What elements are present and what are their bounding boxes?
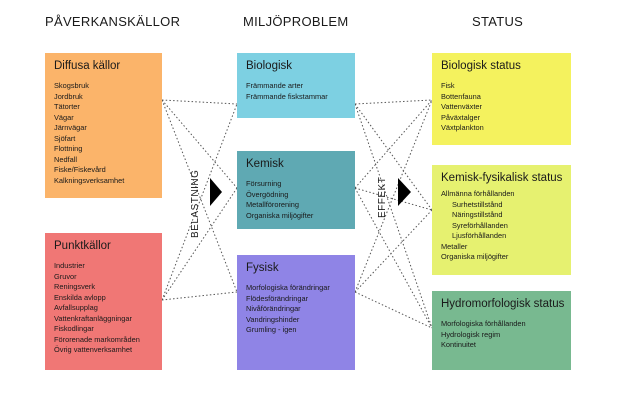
box-item: Fisk <box>441 81 455 90</box>
box-item: Järnvägar <box>54 123 87 132</box>
box-item: Växtplankton <box>441 123 484 132</box>
box-title: Punktkällor <box>54 240 111 252</box>
box-item: Skogsbruk <box>54 81 89 90</box>
box-item: Nedfall <box>54 154 78 164</box>
box-item: Metaller <box>441 241 468 251</box>
box-item: Metallförorening <box>246 200 299 209</box>
box-title: Biologisk status <box>441 60 521 72</box>
label-effekt: EFFEKT <box>377 176 388 218</box>
box-item: Kalkningsverksamhet <box>54 175 125 185</box>
box-item: Flödesförändringar <box>246 293 309 303</box>
box-item: Främmande fiskstammar <box>246 91 328 101</box>
box-item: Påväxtalger <box>441 112 481 122</box>
box-item: Hydrologisk regim <box>441 329 501 339</box>
box-item: Allmänna förhållanden <box>441 189 515 198</box>
box-item: Organiska miljögifter <box>441 252 509 261</box>
label-belastning: BELASTNING <box>190 169 201 238</box>
box-item: Grumling - igen <box>246 325 297 334</box>
box-hydromorfologisk-status: Hydromorfologisk status Morfologiska för… <box>432 291 571 370</box>
header-status: STATUS <box>472 14 524 29</box>
box-item: Bottenfauna <box>441 91 481 101</box>
box-item: Vattenkraftanläggningar <box>54 313 132 323</box>
box-item: Jordbruk <box>54 91 83 101</box>
belastning-arrow-icon <box>210 178 222 206</box>
box-item: Vandringshinder <box>246 314 300 324</box>
box-item: Avfallsupplag <box>54 303 98 312</box>
box-item: Gruvor <box>54 271 77 281</box>
effekt-arrow-icon <box>398 178 411 206</box>
box-kemisk-fysikalisk-status: Kemisk-fysikalisk status Allmänna förhål… <box>432 165 571 275</box>
box-item: Sjöfart <box>54 133 76 143</box>
box-item: Reningsverk <box>54 282 96 291</box>
box-title: Biologisk <box>246 60 293 72</box>
box-item: Fiskodlingar <box>54 324 94 333</box>
box-item: Ljusförhållanden <box>452 231 507 240</box>
box-item: Industrier <box>54 261 85 270</box>
header-problems: MILJÖPROBLEM <box>243 14 349 29</box>
box-item: Kontinuitet <box>441 340 476 349</box>
box-title: Hydromorfologisk status <box>441 298 565 310</box>
box-item: Enskilda avlopp <box>54 292 106 302</box>
box-item: Förorenade markområden <box>54 334 140 344</box>
box-item: Vägar <box>54 112 74 122</box>
box-item: Tätorter <box>54 102 80 111</box>
box-item: Organiska miljögifter <box>246 210 314 220</box>
box-title: Kemisk <box>246 158 284 170</box>
box-title: Fysisk <box>246 262 279 274</box>
box-item: Flottning <box>54 144 83 153</box>
box-item: Vattenväxter <box>441 102 482 111</box>
header-sources: PÅVERKANSKÄLLOR <box>45 14 181 29</box>
box-item: Fiske/Fiskevård <box>54 165 106 174</box>
box-item: Morfologiska förhållanden <box>441 319 526 328</box>
box-item: Främmande arter <box>246 81 304 90</box>
box-item: Morfologiska förändringar <box>246 283 330 292</box>
box-item: Övergödning <box>246 189 289 199</box>
box-item: Näringstillstånd <box>452 210 503 219</box>
box-item: Surhetstillstånd <box>452 199 503 209</box>
box-item: Syreförhållanden <box>452 220 508 230</box>
box-title: Diffusa källor <box>54 60 121 72</box>
box-title: Kemisk-fysikalisk status <box>441 172 563 184</box>
box-item: Försurning <box>246 179 282 188</box>
box-item: Nivåförändringar <box>246 304 301 313</box>
box-item: Övrig vattenverksamhet <box>54 345 133 354</box>
